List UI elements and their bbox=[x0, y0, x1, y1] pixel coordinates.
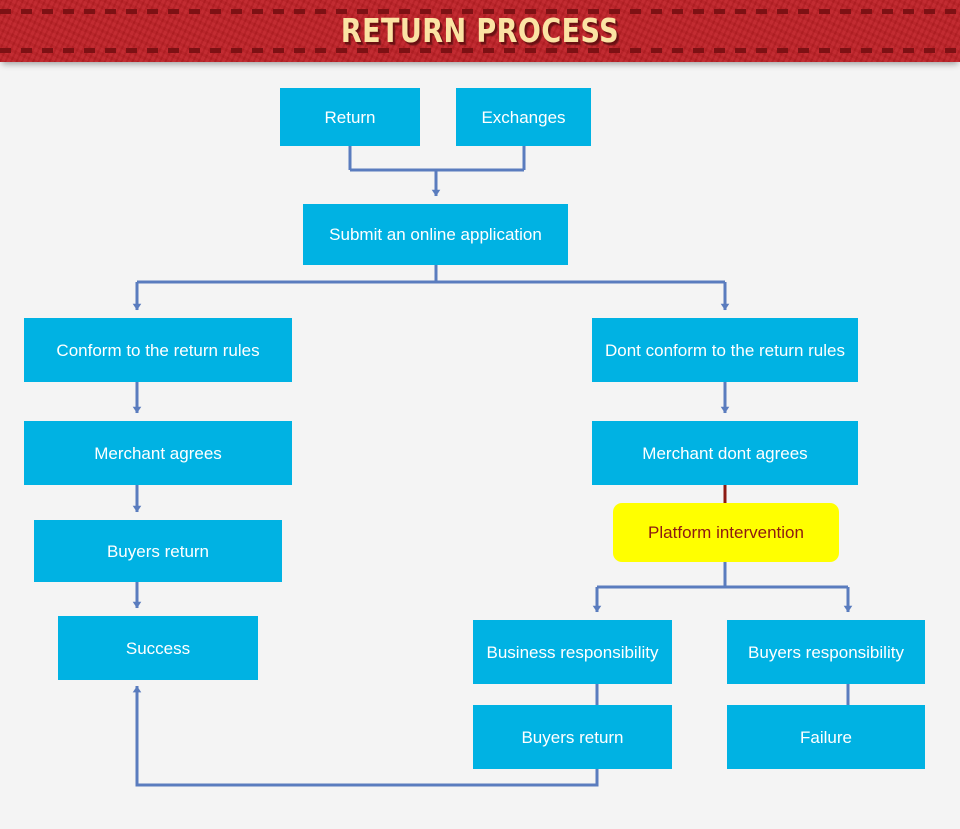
node-buyers-return-bottom[interactable]: Buyers return bbox=[473, 705, 672, 769]
node-platform-intervention[interactable]: Platform intervention bbox=[613, 503, 839, 562]
node-label: Exchanges bbox=[481, 107, 566, 127]
node-business-responsibility[interactable]: Business responsibility bbox=[473, 620, 672, 684]
edge-loop-back-to-success bbox=[132, 686, 599, 787]
node-merchant-agrees[interactable]: Merchant agrees bbox=[24, 421, 292, 485]
banner-dashed-line-top bbox=[0, 9, 960, 14]
node-label: Business responsibility bbox=[486, 642, 659, 662]
node-label: Merchant agrees bbox=[94, 443, 222, 463]
node-failure[interactable]: Failure bbox=[727, 705, 925, 769]
node-label: Return bbox=[324, 107, 376, 127]
node-merchant-dont-agrees[interactable]: Merchant dont agrees bbox=[592, 421, 858, 485]
node-buyers-responsibility[interactable]: Buyers responsibility bbox=[727, 620, 925, 684]
node-label: Submit an online application bbox=[329, 225, 542, 244]
node-return[interactable]: Return bbox=[280, 88, 420, 146]
node-label: Conform to the return rules bbox=[56, 340, 260, 360]
node-conform-to-return-rules[interactable]: Conform to the return rules bbox=[24, 318, 292, 382]
node-submit-online-application[interactable]: Submit an online application bbox=[303, 204, 568, 265]
node-label: Buyers return bbox=[521, 727, 624, 747]
node-label: Platform intervention bbox=[648, 523, 804, 542]
page-title: RETURN PROCESS bbox=[340, 11, 620, 50]
node-label: Buyers responsibility bbox=[748, 642, 904, 662]
node-buyers-return-left[interactable]: Buyers return bbox=[34, 520, 282, 582]
node-success[interactable]: Success bbox=[58, 616, 258, 680]
node-label: Failure bbox=[800, 727, 852, 747]
node-label: Merchant dont agrees bbox=[642, 443, 808, 463]
node-exchanges[interactable]: Exchanges bbox=[456, 88, 591, 146]
node-dont-conform-to-return-rules[interactable]: Dont conform to the return rules bbox=[592, 318, 858, 382]
banner-dashed-line-bottom bbox=[0, 48, 960, 53]
node-label: Dont conform to the return rules bbox=[604, 340, 845, 360]
node-label: Buyers return bbox=[106, 541, 210, 561]
node-label: Success bbox=[125, 638, 191, 658]
